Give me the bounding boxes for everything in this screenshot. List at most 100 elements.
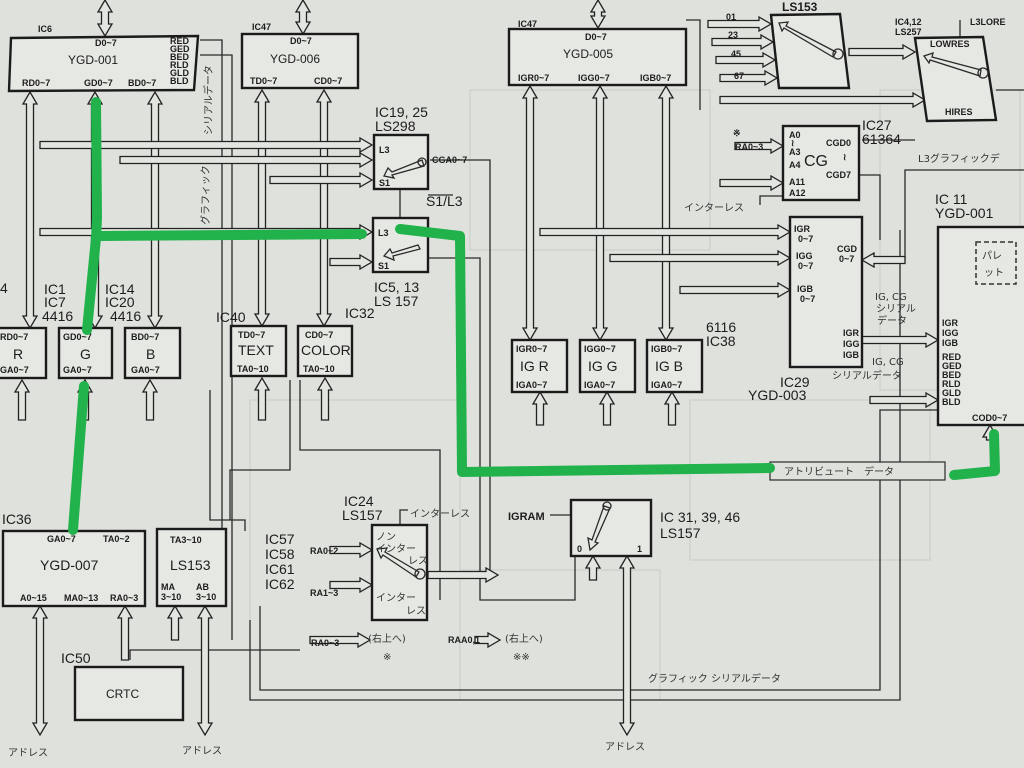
bus-arrow [294, 0, 312, 36]
ic11-ref: IC 11 [935, 191, 968, 207]
bus-arrow [146, 90, 164, 330]
bus-arrow [96, 0, 114, 38]
vram-r: RD0~7 R GA0~7 4 [0, 280, 48, 380]
bus-arrow [166, 604, 184, 641]
bus-arrow [427, 566, 500, 584]
ic27-note-mark: ※ [733, 128, 741, 138]
ic47a-ref: IC47 [252, 22, 271, 32]
ig-ram-r: IGR0~7 IG R IGA0~7 [510, 338, 569, 394]
vram-b-name: B [146, 346, 155, 362]
ic38-part: 6116 [706, 319, 736, 335]
bus-arrow [711, 33, 775, 51]
switch-pivot-icon [977, 67, 989, 79]
ic6-ygd-001: IC6 D0~7 YGD-001 RD0~7 GD0~7 BD0~7 RED G… [7, 24, 200, 93]
bus-arrow [719, 91, 927, 109]
vram-g-part: 4416 [42, 308, 73, 324]
ic6-bed: BED [170, 52, 190, 62]
ic36-ra-pin: RA0~3 [110, 593, 138, 603]
ic47-ygd-005: IC47 D0~7 YGD-005 IGR0~7 IGG0~7 IGB0~7 [507, 19, 688, 87]
wire [399, 509, 408, 525]
upright-mark2: ※※ [513, 652, 530, 663]
wire [904, 169, 1024, 260]
ic31-in0: 0 [577, 544, 582, 554]
wire [200, 54, 233, 640]
vram-b: BD0~7 B GA0~7 IC14 IC20 4416 [105, 281, 182, 380]
ic27-cgd7: CGD7 [826, 170, 851, 180]
ic11-cod-pin: COD0~7 [972, 413, 1007, 423]
vram-r-bot: GA0~7 [0, 365, 29, 375]
ls153b-ab: AB [196, 582, 209, 592]
ic11-pin-igg: IGG [942, 328, 959, 338]
bus-arrow [860, 251, 906, 269]
ic29-out-igr: IGR [843, 328, 860, 338]
ic36-name: YGD-007 [40, 557, 99, 573]
text-ram-ref: IC40 [216, 309, 246, 325]
ic29-cgd: CGD [837, 244, 858, 254]
crtc-ic50: IC50 CRTC [61, 650, 185, 722]
ls153a-in-45: 45 [731, 49, 741, 59]
switch-pivot-icon [417, 157, 427, 167]
ic31-part: LS157 [660, 525, 701, 541]
ic36-ygd-007: IC36 GA0~7 TA0~2 YGD-007 A0~15 MA0~13 RA… [1, 511, 147, 608]
vram-g-bot: GA0~7 [63, 365, 92, 375]
l3-graphic-label: L3グラフィックデ [918, 152, 1000, 165]
ic11-pin-bed: BED [942, 370, 962, 380]
crtc-name: CRTC [106, 687, 139, 701]
palette-block [975, 241, 1017, 285]
switch-pivot-icon [602, 501, 612, 511]
ic6-bd-pin: BD0~7 [128, 78, 156, 88]
ig-ram-data-pin: IGR0~7 [516, 344, 547, 354]
bus-arrow [657, 84, 675, 342]
vram-r-name: R [13, 346, 23, 362]
ic11-pin-gld: GLD [942, 388, 961, 398]
ic29-igr-range: 0~7 [798, 234, 813, 244]
ig-ram-name: IG G [588, 358, 618, 374]
switch-arrow-icon [383, 159, 425, 179]
ic36-a-pin: A0~15 [20, 593, 47, 603]
ic31-sig: IGRAM [508, 511, 545, 523]
switch-arrow-icon [922, 52, 982, 77]
bus-arrow [315, 88, 333, 328]
color-ram-name: COLOR [301, 342, 351, 358]
ic11-ygd-001: IC 11 YGD-001 パレ ット IGRIGGIGBREDGEDBEDRL… [935, 191, 1024, 427]
ic36-ref: IC36 [2, 511, 32, 527]
bus-arrow [521, 84, 539, 342]
ic27-tilde: ≀ [791, 138, 794, 148]
ig-ram-addr-pin: IGA0~7 [584, 380, 615, 390]
bus-arrow [719, 174, 785, 192]
ic6-d-pin: D0~7 [95, 38, 117, 48]
address-label-1: アドレス [8, 748, 48, 759]
bus-arrow [31, 604, 49, 737]
ic47b-igg-pin: IGG0~7 [578, 73, 610, 83]
ic6-ged: GED [170, 44, 190, 54]
ic29-igb-range: 0~7 [800, 294, 815, 304]
ic47b-igr-pin: IGR0~7 [518, 73, 549, 83]
ls153b-name: LS153 [170, 557, 211, 573]
ls153b-ma: MA [161, 582, 175, 592]
bus-arrow [715, 51, 777, 69]
ic11-pin-bld: BLD [942, 397, 961, 407]
ic11-pin-rld: RLD [942, 379, 961, 389]
bus-arrow [584, 554, 602, 581]
ic27-a3: A3 [789, 147, 801, 157]
ic19-ref: IC19, 25 [375, 104, 428, 120]
ig-ram-addr-pin: IGA0~7 [516, 380, 547, 390]
wire [209, 390, 246, 531]
ic11-pin-igr: IGR [942, 318, 959, 328]
bus-arrow [734, 137, 785, 155]
bus-arrow [848, 43, 917, 61]
ic27-tilde2: ≀ [843, 152, 846, 162]
ig-ram-data-pin: IGG0~7 [584, 344, 616, 354]
color-ram-top: CD0~7 [305, 330, 333, 340]
ic24-ra03: RA0~3 [311, 638, 339, 648]
ig-ram-name: IG B [655, 358, 683, 374]
ic5-part: LS 157 [374, 293, 419, 309]
ic4-ls257: IC4,12 LS257 L3LORE LOWRES HIRES [895, 17, 1006, 123]
bus-arrow [707, 15, 773, 33]
wire [428, 257, 576, 601]
ls153a-part: LS153 [782, 0, 818, 14]
vram-g-ref2: IC7 [44, 294, 66, 310]
ig-ram-name: IG R [520, 358, 549, 374]
bus-arrow [679, 281, 792, 299]
ic11-pin-igb: IGB [942, 338, 959, 348]
